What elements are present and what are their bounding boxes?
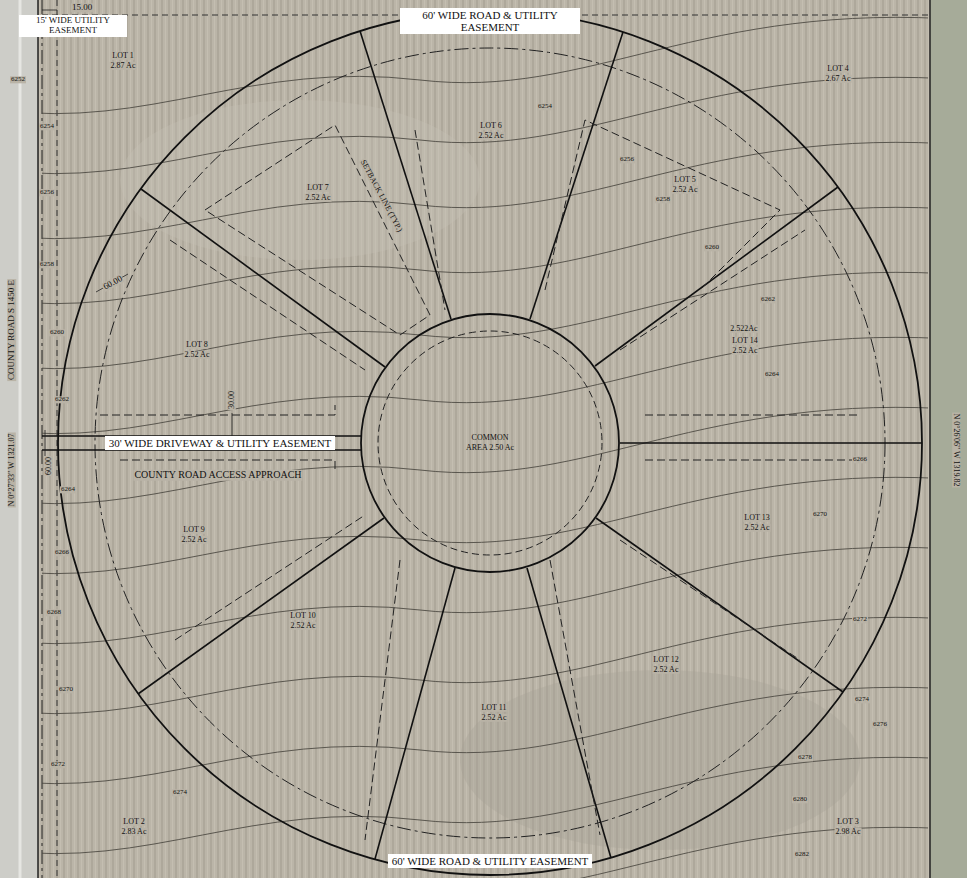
contour-label: 6276 xyxy=(872,721,888,728)
plat-label: LOT 7 xyxy=(306,184,329,192)
plat-label: COUNTY ROAD S 1450 E xyxy=(7,279,16,381)
node-text: COMMON AREA 2.50 Ac xyxy=(460,433,520,452)
plat-label: LOT 13 xyxy=(743,514,770,522)
contour-label: 6266 xyxy=(54,549,70,556)
plat-label: 2.87 Ac xyxy=(110,62,137,70)
plat-label: LOT 12 xyxy=(652,656,679,664)
contour-label: 6262 xyxy=(54,396,70,403)
plat-label: COUNTY ROAD ACCESS APPROACH xyxy=(133,470,302,481)
plat-label: LOT 9 xyxy=(182,526,205,534)
contour-label: 6274 xyxy=(854,696,870,703)
node-text: 15' WIDE UTILITY EASEMENT xyxy=(23,16,123,36)
easement-label-box: 60' WIDE ROAD & UTILITY EASEMENT xyxy=(388,854,593,868)
plat-label: 2.52 Ac xyxy=(478,132,505,140)
easement-label-box: 15' WIDE UTILITY EASEMENT xyxy=(19,15,127,37)
contour-label: 6254 xyxy=(537,103,553,110)
easement-label-box: 60' WIDE ROAD & UTILITY EASEMENT xyxy=(400,8,580,34)
plat-label: 2.52 Ac xyxy=(305,194,332,202)
contour-label: 6278 xyxy=(797,754,813,761)
contour-label: 6258 xyxy=(39,261,55,268)
plat-label: LOT 14 xyxy=(731,337,758,345)
plat-label: N 0°27'33" W 1321.07 xyxy=(8,433,16,508)
plat-label: 2.52 Ac xyxy=(290,622,317,630)
contour-label: 6254 xyxy=(39,123,55,130)
plat-label: LOT 2 xyxy=(122,818,145,826)
driveway-label-box: 30' WIDE DRIVEWAY & UTILITY EASEMENT xyxy=(105,436,336,450)
plat-label: 2.52 Ac xyxy=(744,524,771,532)
contour-label: 6282 xyxy=(794,851,810,858)
contour-label: 6256 xyxy=(39,189,55,196)
contour-label: 6260 xyxy=(704,244,720,251)
plat-label: LOT 11 xyxy=(480,704,507,712)
contour-label: 6280 xyxy=(792,796,808,803)
common-area-circle: COMMON AREA 2.50 Ac xyxy=(360,313,620,573)
contour-label: 6252 xyxy=(10,76,26,83)
plat-label: LOT 5 xyxy=(673,176,696,184)
contour-label: 6264 xyxy=(764,371,780,378)
plat-label: 2.52 Ac xyxy=(653,666,680,674)
plat-label: 2.52 Ac xyxy=(481,714,508,722)
plat-label: 2.52 Ac xyxy=(672,186,699,194)
plat-label: 2.98 Ac xyxy=(835,828,862,836)
plat-label: LOT 4 xyxy=(826,65,849,73)
plat-label: LOT 6 xyxy=(479,122,502,130)
contour-label: 6264 xyxy=(60,486,76,493)
contour-label: 6258 xyxy=(655,196,671,203)
contour-label: 6262 xyxy=(760,296,776,303)
plat-label: LOT 10 xyxy=(289,612,316,620)
node-text: 60' WIDE ROAD & UTILITY EASEMENT xyxy=(392,855,589,867)
plat-label: 30.00 xyxy=(228,390,236,410)
plat-label: 2.52 Ac xyxy=(732,347,759,355)
plat-label: 2.83 Ac xyxy=(121,828,148,836)
contour-label: 6270 xyxy=(58,686,74,693)
contour-label: 6272 xyxy=(50,761,66,768)
contour-label: 6266 xyxy=(852,456,868,463)
contour-label: 6270 xyxy=(812,511,828,518)
contour-label: 6274 xyxy=(172,789,188,796)
contour-label: 6272 xyxy=(852,616,868,623)
node-text: 60' WIDE ROAD & UTILITY EASEMENT xyxy=(404,9,576,33)
circle-outline xyxy=(361,314,619,572)
plat-label: N 0°26'06" W 1319.82 xyxy=(952,413,960,488)
plat-label: 2.52 Ac xyxy=(184,351,211,359)
plat-label: LOT 1 xyxy=(111,52,134,60)
plat-label: 60.00 xyxy=(45,456,53,476)
plat-label: 15.00 xyxy=(71,3,93,12)
plat-label: 2.522Ac xyxy=(729,325,758,333)
plat-label: 2.67 Ac xyxy=(825,75,852,83)
plat-label: 2.52 Ac xyxy=(181,536,208,544)
plat-label: LOT 3 xyxy=(836,818,859,826)
contour-label: 6268 xyxy=(46,609,62,616)
contour-label: 6260 xyxy=(49,329,65,336)
plat-label: LOT 8 xyxy=(185,341,208,349)
contour-label: 6256 xyxy=(619,156,635,163)
node-text: 30' WIDE DRIVEWAY & UTILITY EASEMENT xyxy=(109,437,332,449)
